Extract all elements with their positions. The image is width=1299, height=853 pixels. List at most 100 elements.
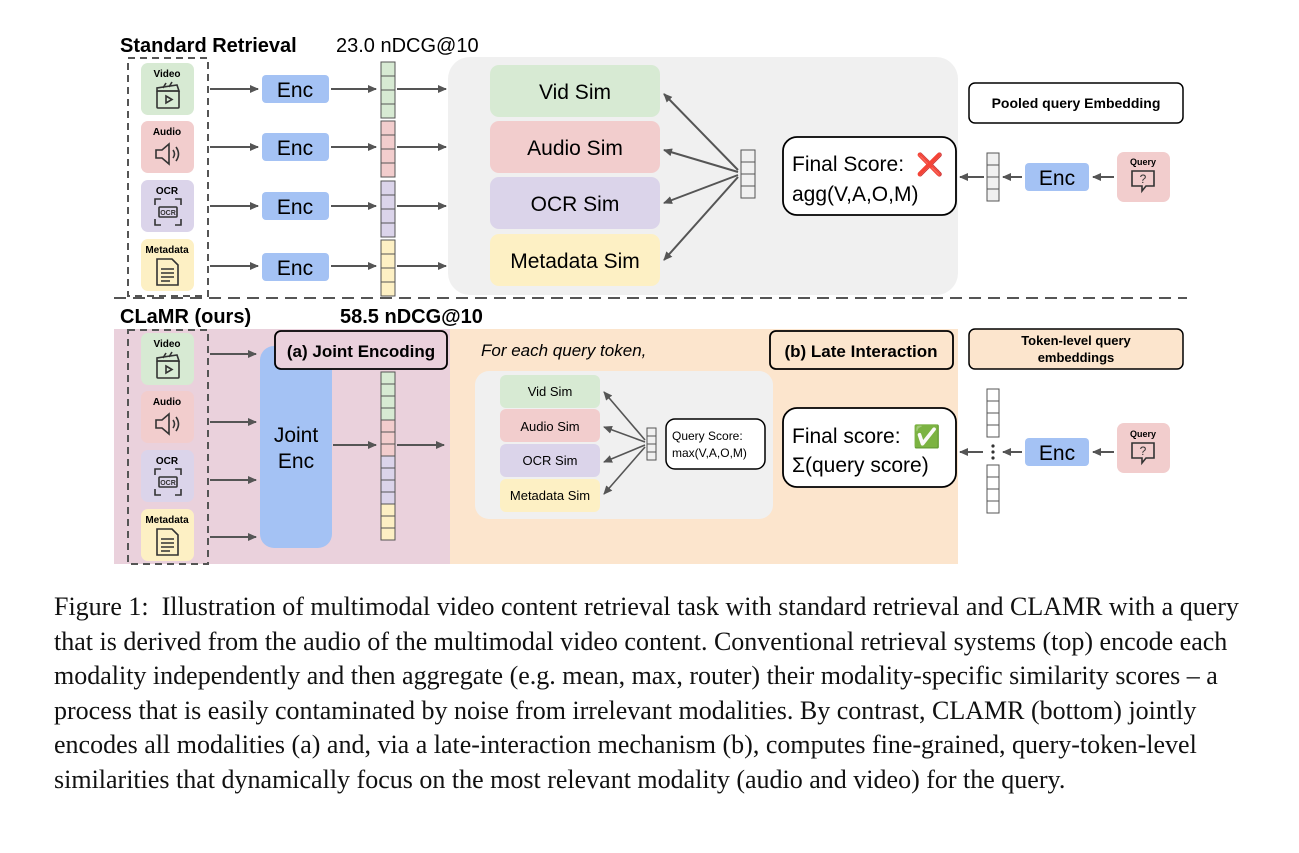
svg-text:(a) Joint Encoding: (a) Joint Encoding: [287, 342, 435, 361]
pooled-query-label-box: Pooled query Embedding: [968, 82, 1184, 124]
svg-text:OCR: OCR: [160, 480, 176, 487]
svg-text:Vid Sim: Vid Sim: [528, 384, 573, 399]
svg-text:OCR: OCR: [156, 456, 179, 467]
top-sim-video: Vid Sim: [490, 65, 660, 117]
top-sim-metadata: Metadata Sim: [490, 234, 660, 286]
top-video-label: Video: [153, 69, 180, 80]
svg-text:Audio Sim: Audio Sim: [520, 419, 579, 434]
svg-text:OCR Sim: OCR Sim: [531, 193, 620, 216]
svg-text:Query: Query: [1130, 157, 1156, 167]
svg-text:Enc: Enc: [277, 79, 313, 102]
svg-text:Audio Sim: Audio Sim: [527, 137, 623, 160]
top-query-vector: [740, 149, 756, 199]
top-embedding-audio: [380, 120, 396, 178]
clapperboard-icon: [156, 351, 181, 379]
svg-text:Enc: Enc: [278, 450, 314, 473]
bottom-sim-metadata: Metadata Sim: [500, 479, 600, 512]
bottom-final-score-box: Final score: ✅ Σ(query score): [782, 407, 957, 488]
clapperboard-icon: [156, 81, 181, 109]
svg-text:Joint: Joint: [274, 424, 319, 447]
svg-text:Query Score:: Query Score:: [672, 429, 743, 443]
speaker-icon: [155, 142, 180, 166]
top-enc-metadata: Enc: [262, 253, 329, 281]
document-icon: [156, 258, 179, 286]
top-sim-ocr: OCR Sim: [490, 177, 660, 229]
top-sim-audio: Audio Sim: [490, 121, 660, 173]
top-enc-audio: Enc: [262, 133, 329, 161]
top-embedding-ocr: [380, 180, 396, 238]
speaker-icon: [155, 412, 180, 436]
top-query-tile: Query ?: [1117, 152, 1170, 202]
svg-text:Video: Video: [153, 339, 180, 350]
bottom-sim-ocr: OCR Sim: [500, 444, 600, 477]
token-embedding-upper: [986, 388, 1000, 438]
bottom-sim-audio: Audio Sim: [500, 409, 600, 442]
svg-text:Enc: Enc: [277, 257, 313, 280]
caption-text: Illustration of multimodal video content…: [54, 592, 1239, 794]
bottom-ocr-tile: OCR OCR: [141, 450, 194, 502]
svg-text:OCR: OCR: [160, 210, 176, 217]
top-audio-tile: Audio: [141, 121, 194, 173]
question-bubble-icon: ?: [1131, 170, 1155, 194]
svg-text:Audio: Audio: [153, 397, 181, 408]
svg-text:Σ(query score): Σ(query score): [792, 454, 929, 477]
svg-text:OCR Sim: OCR Sim: [523, 453, 578, 468]
check-mark-icon: ✅: [913, 424, 940, 449]
joint-embedding-column: [380, 371, 396, 541]
bottom-metadata-tile: Metadata: [141, 509, 194, 561]
svg-text:Pooled query Embedding: Pooled query Embedding: [992, 95, 1161, 111]
top-embedding-video: [380, 61, 396, 119]
bottom-token-vector: [646, 427, 657, 461]
top-enc-ocr: Enc: [262, 192, 329, 220]
caption-label: Figure 1:: [54, 592, 149, 621]
top-query-enc: Enc: [1025, 163, 1089, 191]
top-metadata-tile: Metadata: [141, 239, 194, 291]
svg-text:?: ?: [1140, 172, 1147, 186]
svg-text:Enc: Enc: [277, 137, 313, 160]
per-token-note: For each query token,: [481, 341, 646, 360]
top-enc-video: Enc: [262, 75, 329, 103]
svg-text:Final Score:: Final Score:: [792, 153, 904, 176]
top-ocr-tile: OCR OCR: [141, 180, 194, 232]
bottom-score: 58.5 nDCG@10: [340, 306, 483, 328]
svg-text:Token-level query: Token-level query: [1021, 333, 1131, 348]
svg-text:Metadata Sim: Metadata Sim: [510, 488, 590, 503]
late-interaction-label-box: (b) Late Interaction: [769, 330, 954, 370]
joint-encoding-label-box: (a) Joint Encoding: [274, 330, 448, 370]
svg-text:Enc: Enc: [1039, 167, 1075, 190]
bottom-modality-group: [127, 329, 209, 565]
question-bubble-icon: ?: [1131, 442, 1155, 466]
svg-text:Vid Sim: Vid Sim: [539, 81, 611, 104]
svg-text:Metadata: Metadata: [145, 515, 189, 526]
svg-text:max(V,A,O,M): max(V,A,O,M): [672, 446, 747, 460]
svg-text:?: ?: [1140, 444, 1147, 458]
top-final-score-box: Final Score: ❌ agg(V,A,O,M): [782, 136, 957, 216]
query-score-box: Query Score: max(V,A,O,M): [665, 418, 766, 470]
top-title: Standard Retrieval: [120, 35, 297, 57]
top-video-tile: Video: [141, 63, 194, 115]
top-pooled-embedding: [986, 152, 1000, 202]
top-ocr-label: OCR: [156, 186, 179, 197]
svg-text:Query: Query: [1130, 429, 1156, 439]
svg-text:Metadata Sim: Metadata Sim: [510, 250, 640, 273]
bottom-title: CLaMR (ours): [120, 306, 251, 328]
document-icon: [156, 528, 179, 556]
bottom-sim-video: Vid Sim: [500, 375, 600, 408]
joint-enc-block: Joint Enc: [260, 346, 332, 548]
token-level-label-box: Token-level query embeddings: [968, 328, 1184, 370]
bottom-query-tile: Query ?: [1117, 423, 1170, 473]
cross-mark-icon: ❌: [916, 152, 943, 178]
top-metadata-label: Metadata: [145, 245, 189, 256]
ocr-scan-icon: OCR: [154, 198, 182, 226]
svg-text:embeddings: embeddings: [1038, 350, 1115, 365]
bottom-video-tile: Video: [141, 333, 194, 385]
svg-text:Final score:: Final score:: [792, 425, 901, 448]
top-embedding-metadata: [380, 239, 396, 297]
figure-caption: Figure 1: Illustration of multimodal vid…: [54, 590, 1254, 797]
ocr-scan-icon: OCR: [154, 468, 182, 496]
svg-text:Enc: Enc: [277, 196, 313, 219]
token-embedding-lower: [986, 464, 1000, 514]
top-score: 23.0 nDCG@10: [336, 35, 479, 57]
svg-text:Enc: Enc: [1039, 442, 1075, 465]
